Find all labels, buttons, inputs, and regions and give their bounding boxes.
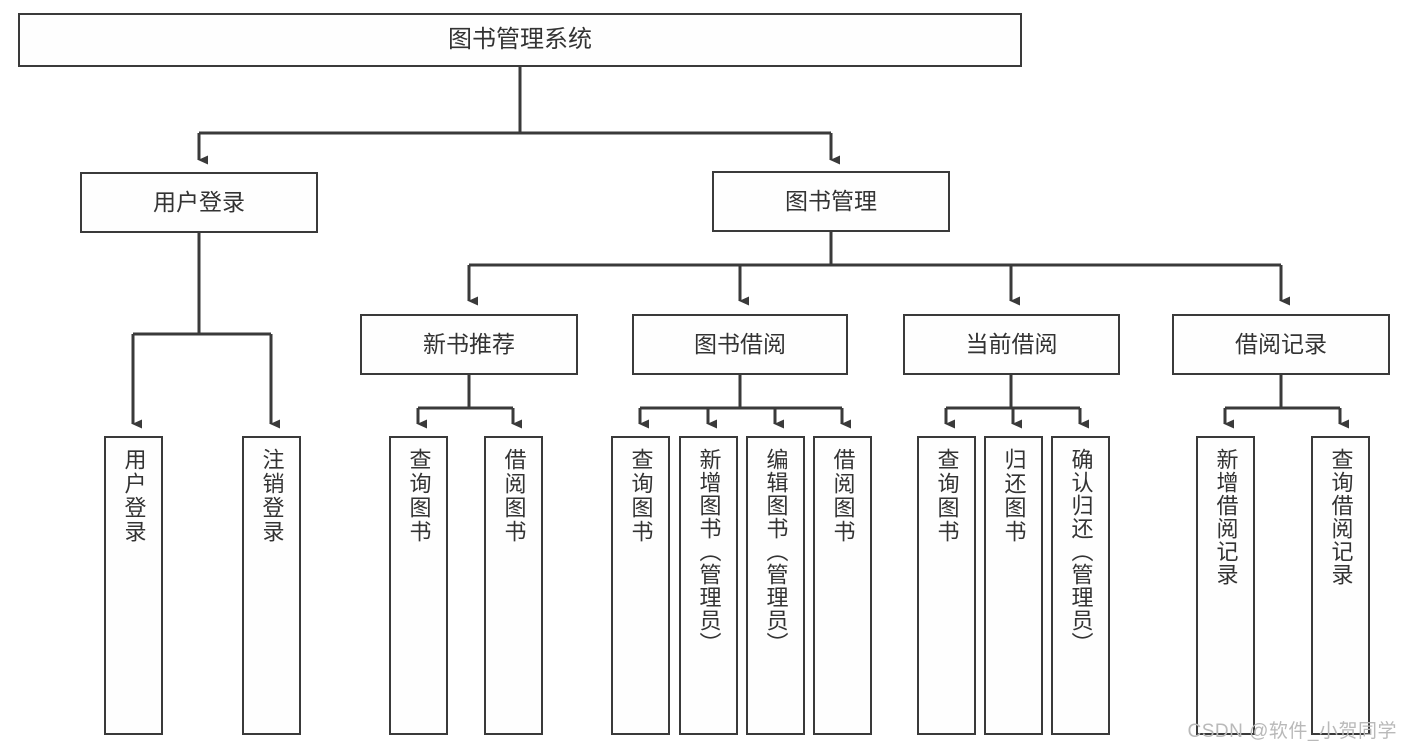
node-label: 注销登录 [259,448,285,544]
node-book-management[interactable]: 图书管理 [712,171,950,232]
node-label: 查询图书 [406,448,432,544]
node-label: 新增借阅记录 [1213,448,1239,586]
leaf-query-book-current[interactable]: 查询图书 [917,436,976,735]
leaf-return-book[interactable]: 归还图书 [984,436,1043,735]
node-current-borrow[interactable]: 当前借阅 [903,314,1120,375]
node-label: 归还图书 [1001,448,1027,544]
node-label: 当前借阅 [965,330,1058,357]
node-user-login[interactable]: 用户登录 [80,172,318,233]
node-label: 确认归还（管理员） [1068,448,1094,655]
leaf-borrow-book-recommend[interactable]: 借阅图书 [484,436,543,735]
node-book-borrow[interactable]: 图书借阅 [632,314,848,375]
leaf-borrow-book[interactable]: 借阅图书 [813,436,872,735]
csdn-watermark: CSDN @软件_小贺同学 [1187,721,1397,742]
node-label: 查询图书 [934,448,960,544]
node-label: 借阅图书 [830,448,856,544]
node-new-book-recommend[interactable]: 新书推荐 [360,314,578,375]
leaf-user-login[interactable]: 用户登录 [104,436,163,735]
node-label: 编辑图书（管理员） [763,448,789,655]
leaf-query-book-recommend[interactable]: 查询图书 [389,436,448,735]
node-label: 新书推荐 [423,330,515,357]
node-label: 用户登录 [153,188,245,215]
leaf-add-book[interactable]: 新增图书（管理员） [679,436,738,735]
leaf-query-book-borrow[interactable]: 查询图书 [611,436,670,735]
node-label: 借阅图书 [501,448,527,544]
leaf-add-borrow-record[interactable]: 新增借阅记录 [1196,436,1255,735]
node-label: 用户登录 [121,448,147,544]
node-label: 新增图书（管理员） [696,448,722,655]
node-label: 图书借阅 [694,330,786,357]
node-label: 图书管理系统 [448,25,592,53]
leaf-confirm-return[interactable]: 确认归还（管理员） [1051,436,1110,735]
leaf-edit-book[interactable]: 编辑图书（管理员） [746,436,805,735]
node-borrow-record[interactable]: 借阅记录 [1172,314,1390,375]
node-label: 借阅记录 [1235,330,1327,357]
node-label: 图书管理 [785,187,877,214]
node-root-book-management-system[interactable]: 图书管理系统 [18,13,1022,67]
node-label: 查询图书 [628,448,654,544]
node-label: 查询借阅记录 [1328,448,1354,586]
leaf-logout[interactable]: 注销登录 [242,436,301,735]
leaf-query-borrow-record[interactable]: 查询借阅记录 [1311,436,1370,735]
